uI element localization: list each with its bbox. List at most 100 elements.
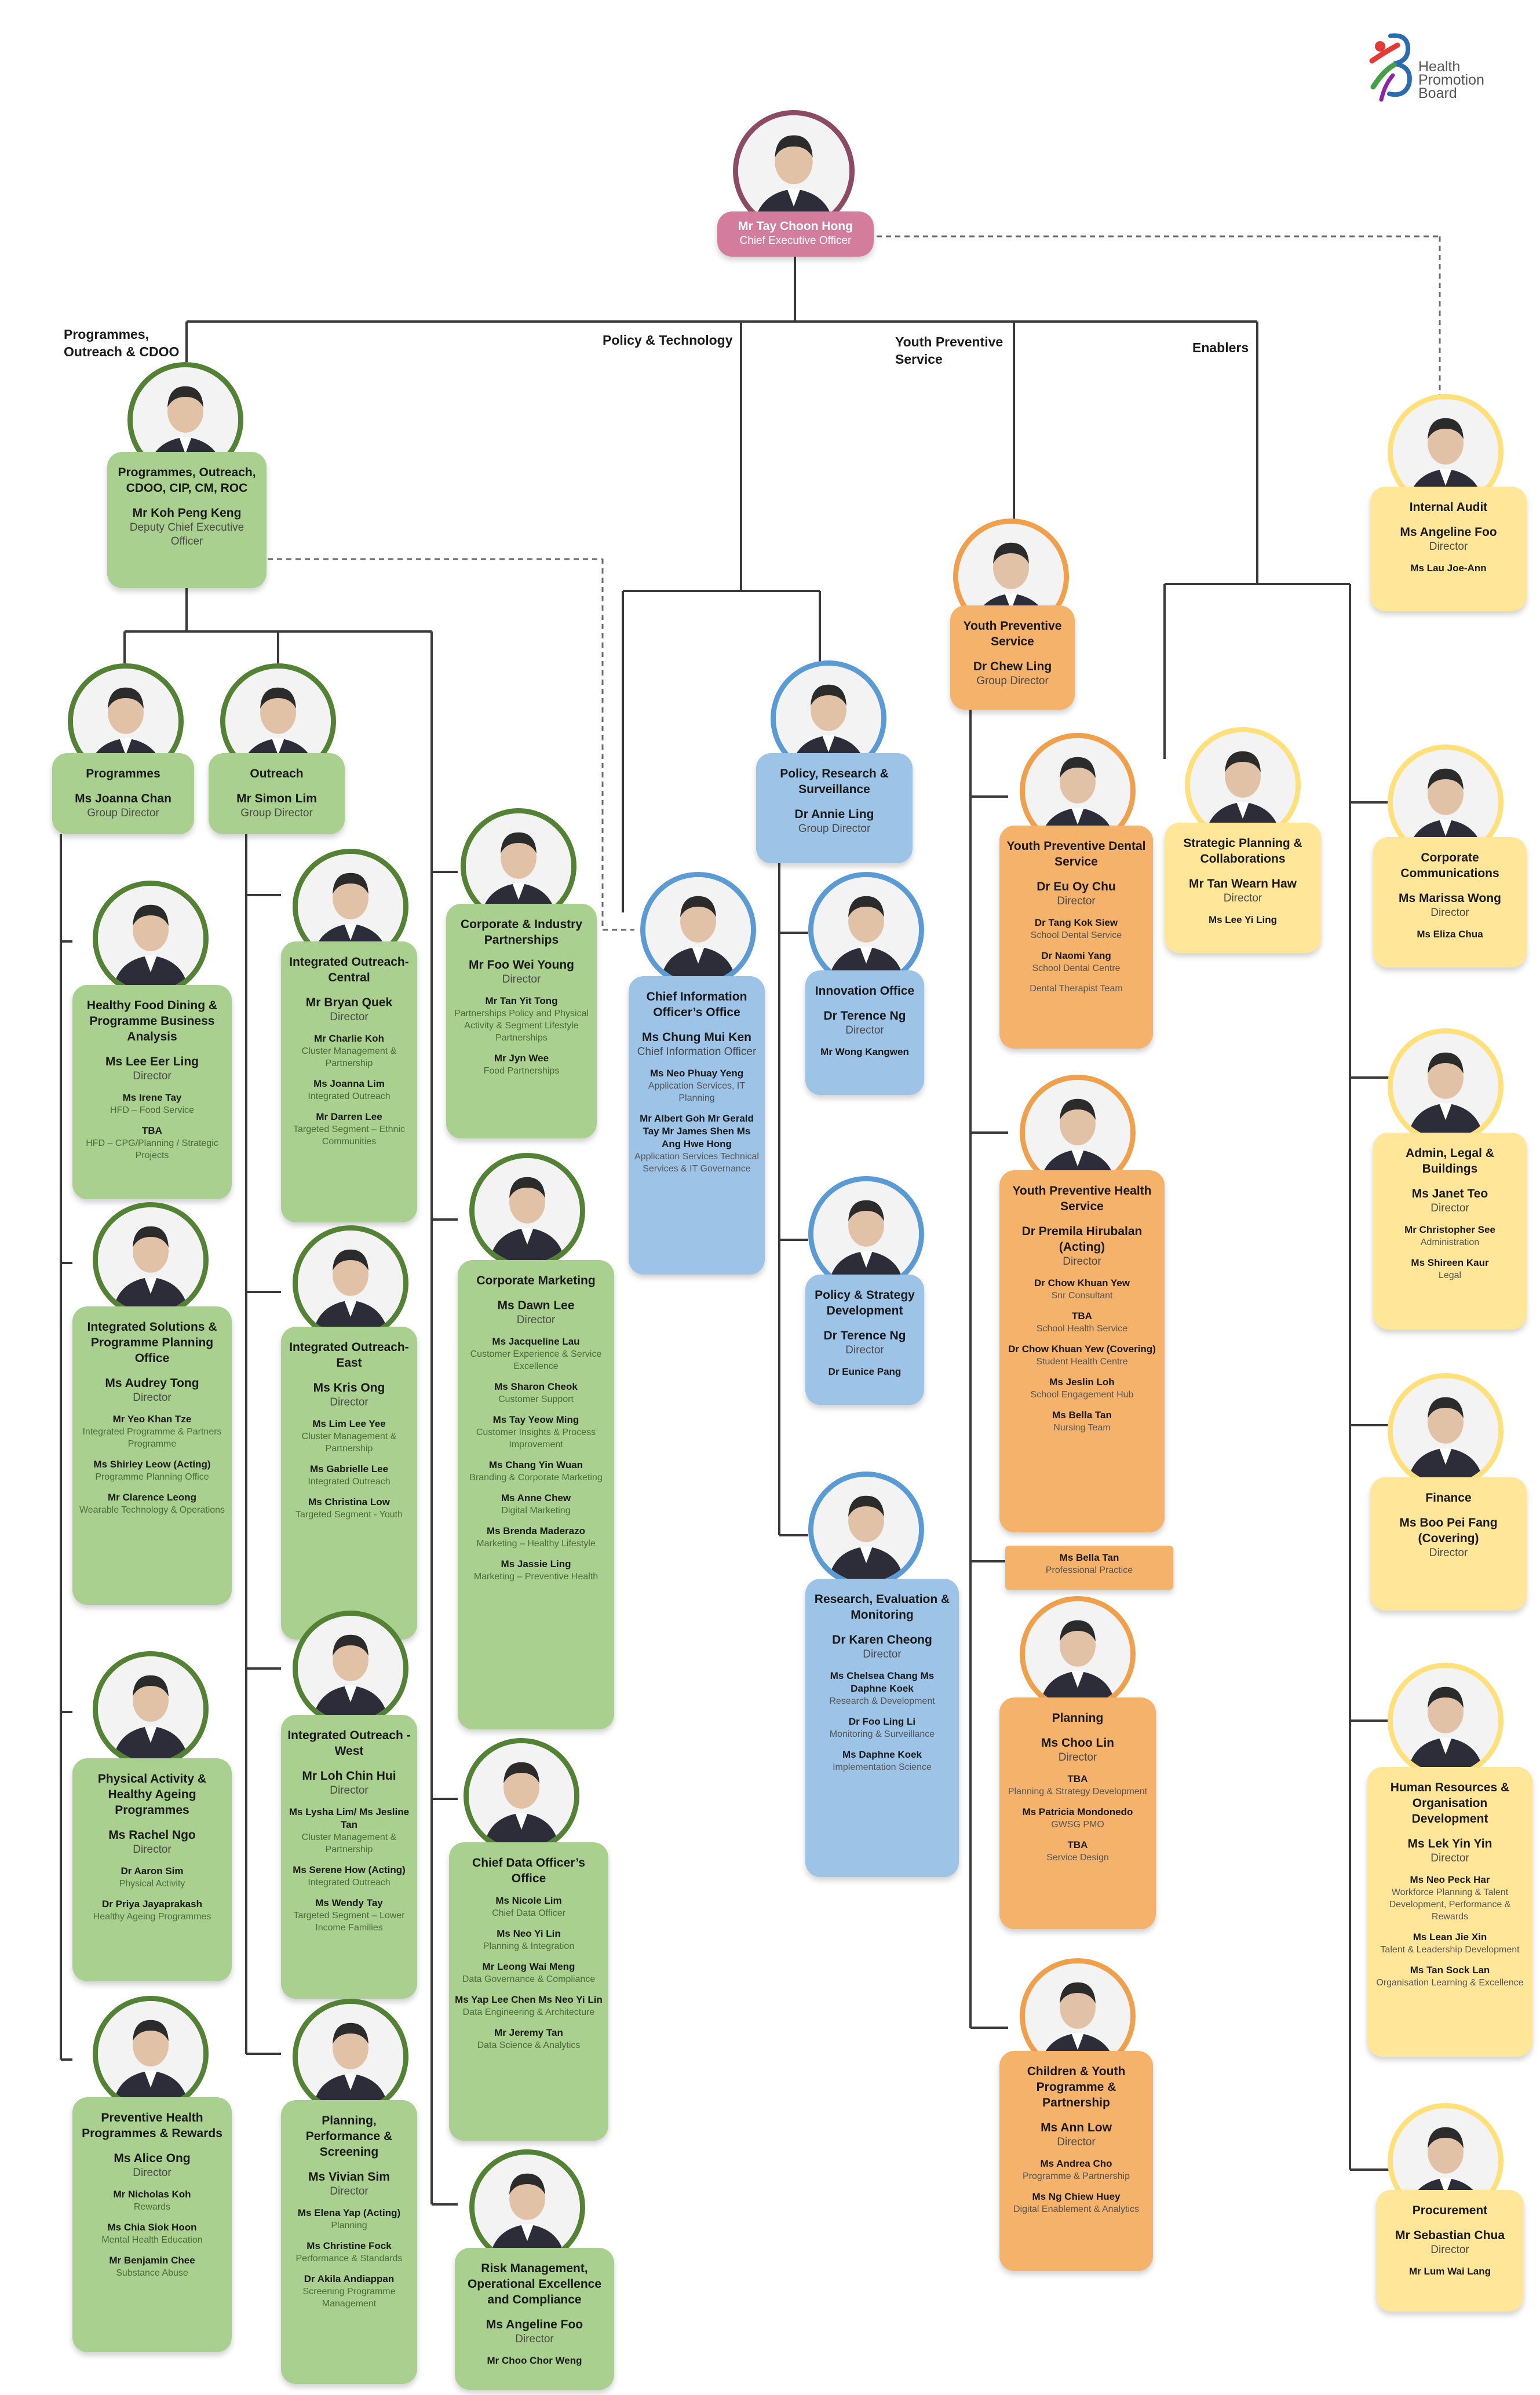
sub-entry-name: TBA: [1072, 1310, 1092, 1321]
hr-head-role: Director: [1430, 1852, 1469, 1864]
outreach-east-photo: [293, 1225, 408, 1341]
sub-entry-role: Service Design: [1046, 1853, 1109, 1863]
sub-entry-role: Digital Marketing: [501, 1506, 571, 1516]
planning-photo: [1020, 1596, 1136, 1712]
corporate-marketing-head-name: Ms Dawn Lee: [497, 1299, 575, 1312]
sub-entry-role: Snr Consultant: [1051, 1291, 1113, 1301]
cio-head-name: Ms Chung Mui Ken: [642, 1031, 751, 1044]
procurement-head-name: Mr Sebastian Chua: [1395, 2229, 1505, 2242]
outreach-east-head-name: Ms Kris Ong: [313, 1381, 385, 1394]
person-photo-icon: [813, 1477, 919, 1582]
sub-entry-name: Ms Shireen Kaur: [1411, 1257, 1489, 1268]
sub-entry-role: Integrated Outreach: [308, 1878, 391, 1887]
sub-entry-role: Planning & Strategy Development: [1008, 1787, 1148, 1797]
sub-entry-role: Talent & Leadership Development: [1380, 1945, 1520, 1955]
sub-entry-role: Partnerships Policy and Physical Activit…: [454, 1009, 589, 1043]
finance-title: Finance: [1425, 1491, 1472, 1505]
sub-entry-name: Ms Lim Lee Yee: [312, 1418, 386, 1429]
sub-entry-role: School Dental Centre: [1032, 963, 1121, 973]
outreach-west-head-role: Director: [330, 1784, 368, 1797]
outreach-east-title: Integrated Outreach- East: [289, 1341, 409, 1370]
person-photo-icon: [645, 877, 751, 983]
sub-entry-name: Ms Jacqueline Lau: [492, 1336, 580, 1347]
sub-entry-role: Targeted Segment – Ethnic Communities: [293, 1125, 405, 1147]
sub-entry-role: Substance Abuse: [116, 2268, 188, 2278]
sub-entry-name: Mr Charlie Koh: [314, 1033, 384, 1044]
sub-entry-role: Legal: [1438, 1270, 1462, 1280]
risk-photo: [469, 2149, 585, 2265]
corporate-marketing-photo: [469, 1153, 585, 1269]
youth-service-title: Youth Preventive Service: [963, 619, 1062, 648]
sub-entry-role: Cluster Management & Partnership: [301, 1832, 397, 1854]
section-label-youth: Youth Preventive Service: [895, 334, 1003, 367]
sub-entry-role: HFD – CPG/Planning / Strategic Projects: [86, 1138, 218, 1160]
sub-entry: Ms Shirley Leow (Acting)Programme Planni…: [78, 1458, 226, 1483]
sub-entry: Ms Lee Yi Ling: [1170, 914, 1315, 926]
hr-title: Human Resources & Organisation Developme…: [1390, 1781, 1510, 1826]
corporate-marketing-head-role: Director: [516, 1314, 556, 1326]
sub-entry-role: Branding & Corporate Marketing: [469, 1473, 603, 1483]
sub-entry-name: Mr Jeremy Tan: [494, 2027, 563, 2038]
healthy-food-card: Healthy Food Dining & Programme Business…: [72, 985, 232, 1199]
strategic-planning-head-name: Mr Tan Wearn Haw: [1189, 877, 1297, 890]
person-photo-icon: [298, 2004, 403, 2109]
children-youth-card: Children & Youth Programme & Partnership…: [999, 2051, 1153, 2271]
sub-entry-name: Ms Christine Fock: [306, 2240, 392, 2251]
sub-entry-name: Ms Shirley Leow (Acting): [93, 1459, 211, 1470]
preventive-health-head-role: Director: [133, 2167, 171, 2179]
cio-photo: [640, 872, 756, 988]
finance-head-name: Ms Boo Pei Fang (Covering): [1399, 1516, 1498, 1545]
sub-entry-role: Screening Programme Management: [302, 2287, 396, 2309]
research-eval-head-role: Director: [863, 1648, 902, 1660]
sub-entry: Mr Albert Goh Mr Gerald Tay Mr James She…: [634, 1112, 759, 1175]
sub-entry-name: Dr Chow Khuan Yew: [1034, 1277, 1130, 1288]
sub-entry-role: Chief Data Officer: [492, 1908, 565, 1918]
sub-entry-name: Ms Chia Siok Hoon: [107, 2222, 197, 2233]
hr-card: Human Resources & Organisation Developme…: [1367, 1767, 1532, 2057]
sub-entry-role: Research & Development: [829, 1696, 935, 1706]
person-photo-icon: [298, 1616, 403, 1721]
integrated-solutions-card: Integrated Solutions & Programme Plannin…: [72, 1306, 232, 1605]
outreach-head-role: Group Director: [240, 807, 313, 819]
planning-screening-head-role: Director: [330, 2185, 368, 2197]
corporate-marketing-title: Corporate Marketing: [476, 1274, 596, 1287]
research-eval-head-name: Dr Karen Cheong: [832, 1633, 932, 1646]
sub-entry: Ms Serene How (Acting)Integrated Outreac…: [287, 1864, 411, 1889]
sub-entry-name: Ms Jassie Ling: [501, 1558, 571, 1569]
sub-entry-name: Mr Jyn Wee: [494, 1053, 549, 1064]
cio-head-role: Chief Information Officer: [637, 1046, 757, 1058]
section-label-enablers: Enablers: [1192, 340, 1249, 355]
policy-strategy-photo: [808, 1176, 924, 1292]
youth-health-head-role: Director: [1063, 1255, 1101, 1268]
corp-comms-head-role: Director: [1430, 907, 1469, 919]
sub-entry-name: Ms Neo Peck Har: [1410, 1874, 1490, 1885]
planning-screening-head-name: Ms Vivian Sim: [308, 2170, 390, 2184]
person-photo-icon: [98, 886, 203, 991]
sub-entry-name: Dr Akila Andiappan: [304, 2273, 395, 2284]
sub-entry-name: Mr Nicholas Koh: [113, 2189, 191, 2200]
hr-photo: [1388, 1663, 1503, 1779]
risk-head-name: Ms Angeline Foo: [486, 2318, 583, 2331]
outreach-west-head-name: Mr Loh Chin Hui: [302, 1769, 396, 1783]
